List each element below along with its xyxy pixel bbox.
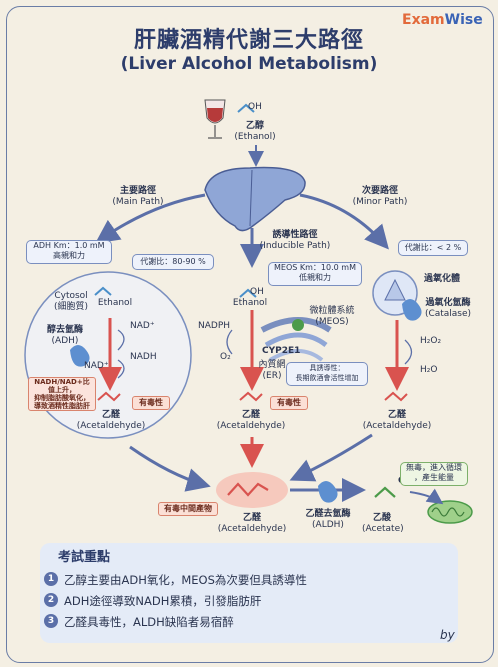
- acetate-note-box: 無毒，進入循環，產生能量: [400, 462, 468, 486]
- page-subtitle: (Liver Alcohol Metabolism): [120, 54, 378, 74]
- catalase-enzyme-icon: [402, 299, 422, 321]
- ethanol-molecule-icon-mid: [239, 288, 257, 298]
- center-acetaldehyde-label: 乙醛(Acetaldehyde): [217, 513, 287, 534]
- meos-label: 微粒體系統(MEOS): [309, 306, 355, 327]
- acetate-label: 乙酸(Acetate): [362, 513, 404, 534]
- mid-acetaldehyde-label: 乙醛(Acetaldehyde): [216, 410, 286, 431]
- signature: by: [440, 628, 455, 642]
- peroxisome-label: 過氧化體: [424, 274, 461, 284]
- cyp2e1-label: CYP2E1: [262, 346, 301, 356]
- toxic-badge-left: 有毒性: [132, 396, 170, 410]
- page-title: 肝臟酒精代謝三大路徑: [133, 28, 364, 53]
- catalase-label: 過氧化氫酶(Catalase): [424, 298, 472, 319]
- acetate-molecule-icon: [374, 486, 396, 498]
- inducible-path-label: 誘導性路徑(Inducible Path): [259, 230, 331, 251]
- ethanol-molecule-icon-left: [94, 286, 112, 296]
- adh-label: 醇去氫酶(ADH): [46, 325, 83, 346]
- nadph-label: NADPH: [198, 321, 231, 331]
- exam-title: 考試重點: [58, 550, 111, 565]
- cytosol-label: Cytosol(細胞質): [53, 291, 89, 312]
- wine-glass-icon: [204, 99, 226, 139]
- acetaldehyde-molecule-icon-right: [384, 391, 408, 402]
- nad-plus-label-2: NAD⁺: [84, 361, 109, 371]
- induce-note-box: 具誘導性：長期飲酒會活性增加: [286, 362, 368, 386]
- left-ethanol-label: Ethanol: [97, 298, 133, 308]
- main-path-label: 主要路徑(Main Path): [112, 186, 164, 207]
- aldh-enzyme-icon: [318, 481, 338, 503]
- er-label: 內質網(ER): [258, 360, 286, 381]
- mid-oh-label: OH: [250, 287, 264, 297]
- nadh-label: NADH: [130, 352, 157, 362]
- acetaldehyde-molecule-icon-left: [97, 391, 121, 402]
- er-icon: [260, 317, 332, 362]
- toxic-badge-mid: 有毒性: [270, 396, 308, 410]
- top-oh-label: OH: [248, 102, 262, 112]
- toxic-intermediate-badge: 有毒中間產物: [158, 502, 218, 516]
- aldh-label: 乙醛去氫酶(ALDH): [305, 509, 351, 530]
- acetaldehyde-molecule-icon-center: [227, 482, 269, 497]
- o2-label: O₂: [220, 352, 231, 362]
- brand-logo: ExamWise: [402, 12, 483, 28]
- nad-plus-label: NAD⁺: [130, 321, 155, 331]
- exam-panel: [40, 543, 458, 643]
- mid-ethanol-label: Ethanol: [232, 298, 268, 308]
- right-acetaldehyde-label: 乙醛(Acetaldehyde): [362, 410, 432, 431]
- minor-ratio-box: 代謝比：< 2 %: [398, 240, 468, 256]
- acetaldehyde-molecule-icon-mid: [239, 391, 263, 402]
- adh-enzyme-icon: [70, 345, 90, 367]
- nadh-note-box: NADH/NAD+比值上升，抑制脂肪酸氧化，導致酒精性脂肪肝: [28, 377, 96, 411]
- main-ratio-box: 代謝比：80-90 %: [132, 254, 214, 270]
- h2o-label: H₂O: [420, 365, 438, 375]
- liver-icon: [204, 166, 306, 232]
- minor-path-label: 次要路徑(Minor Path): [352, 186, 408, 207]
- top-ethanol-label: 乙醇(Ethanol): [234, 121, 276, 142]
- h2o2-label: H₂O₂: [420, 336, 442, 346]
- ethanol-molecule-icon: [237, 103, 255, 113]
- left-acetaldehyde-label: 乙醛(Acetaldehyde): [76, 410, 146, 431]
- page-frame: [6, 6, 494, 663]
- mitochondria-icon: [427, 500, 473, 524]
